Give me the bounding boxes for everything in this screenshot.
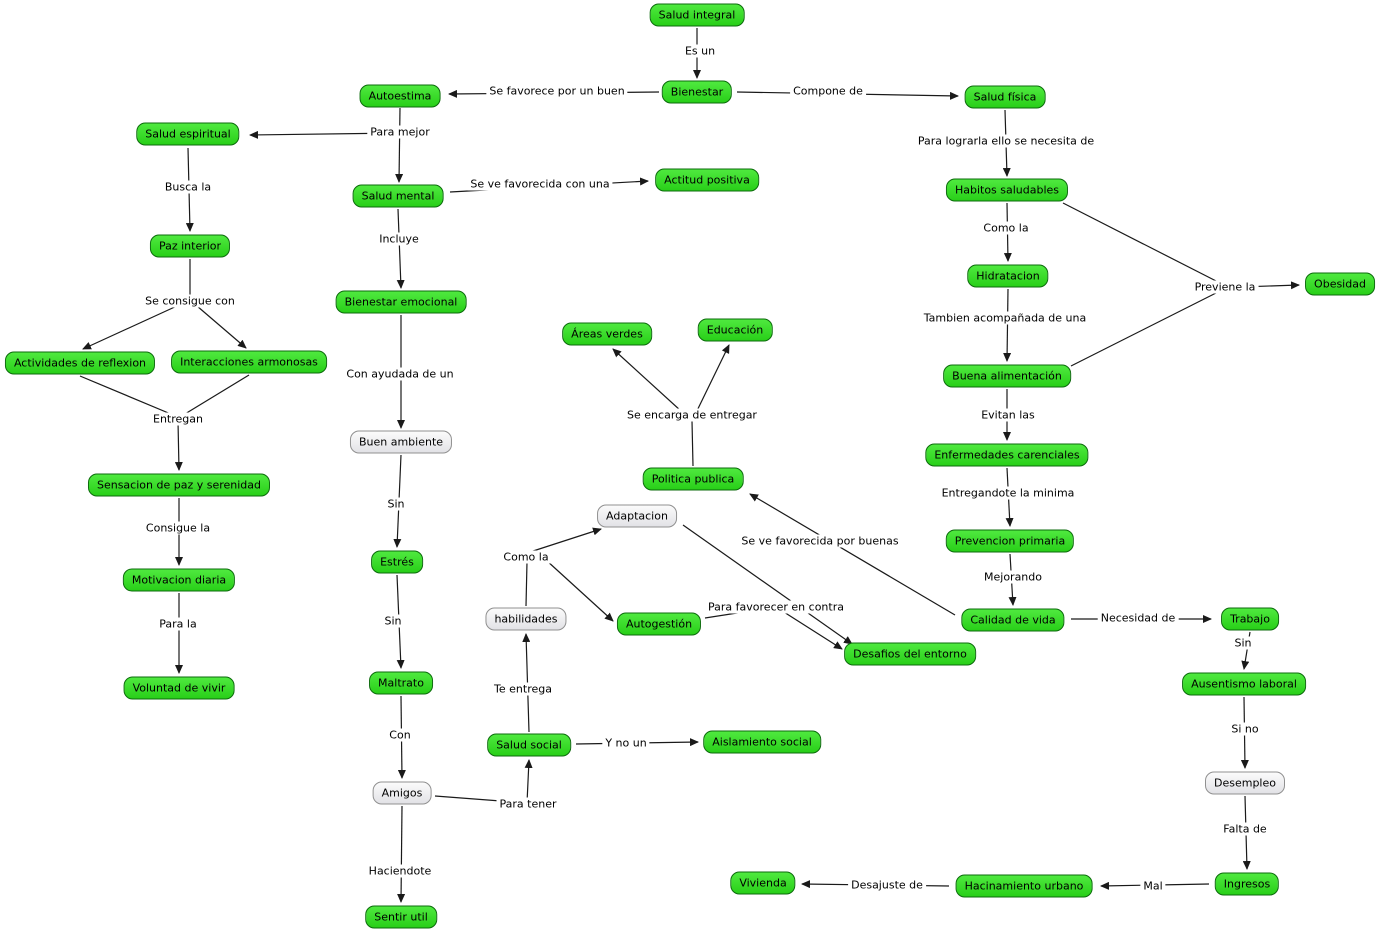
linking-phrase-desajuste-de-34[interactable]: Desajuste de bbox=[848, 878, 926, 892]
linking-phrase-sin-17[interactable]: Sin bbox=[384, 497, 408, 511]
concept-node-hidratacion[interactable]: Hidratacion bbox=[967, 264, 1049, 288]
concept-node-sensacion-de-paz-y-serenidad[interactable]: Sensacion de paz y serenidad bbox=[87, 473, 271, 497]
linking-phrase-necesidad-de-23[interactable]: Necesidad de bbox=[1097, 611, 1179, 625]
edge-line-23 bbox=[529, 527, 602, 553]
linking-phrase-para-mejor-3[interactable]: Para mejor bbox=[367, 125, 433, 139]
edge-line-9 bbox=[82, 299, 191, 350]
concept-node-salud-fisica[interactable]: Salud física bbox=[964, 85, 1046, 109]
linking-phrase-compone-de-2[interactable]: Compone de bbox=[790, 84, 866, 98]
linking-phrase-para-favorecer-en-contra-22[interactable]: Para favorecer en contra bbox=[705, 600, 847, 614]
concept-node-areas-verdes[interactable]: Áreas verdes bbox=[562, 322, 652, 346]
edge-line-13 bbox=[174, 420, 183, 471]
edge-line-3 bbox=[395, 107, 404, 183]
concept-node-aislamiento-social[interactable]: Aislamiento social bbox=[703, 730, 821, 754]
concept-node-desempleo[interactable]: Desempleo bbox=[1205, 771, 1285, 795]
linking-phrase-se-ve-favorecida-con-una-5[interactable]: Se ve favorecida con una bbox=[467, 177, 613, 191]
linking-phrase-falta-de-32[interactable]: Falta de bbox=[1220, 822, 1270, 836]
edge-line-22 bbox=[525, 561, 528, 607]
edge-line-27 bbox=[749, 493, 956, 616]
linking-phrase-tambien-acompañada-de-una-11[interactable]: Tambien acompañada de una bbox=[920, 311, 1090, 325]
linking-phrase-se-encarga-de-entregar-13[interactable]: Se encarga de entregar bbox=[624, 408, 760, 422]
concept-node-habilidades[interactable]: habilidades bbox=[485, 607, 567, 631]
linking-phrase-haciendote-33[interactable]: Haciendote bbox=[365, 864, 435, 878]
edge-line-7 bbox=[396, 208, 405, 289]
concept-node-actitud-positiva[interactable]: Actitud positiva bbox=[655, 168, 759, 192]
concept-node-salud-espiritual[interactable]: Salud espiritual bbox=[136, 122, 240, 146]
edge-line-25 bbox=[682, 524, 853, 645]
concept-node-bienestar[interactable]: Bienestar bbox=[661, 80, 733, 104]
concept-node-ingresos[interactable]: Ingresos bbox=[1214, 872, 1280, 896]
edge-line-34 bbox=[1062, 202, 1223, 285]
linking-phrase-si-no-28[interactable]: Si no bbox=[1228, 722, 1262, 736]
edge-line-24 bbox=[545, 559, 614, 622]
linking-phrase-consigue-la-18[interactable]: Consigue la bbox=[142, 521, 214, 535]
concept-node-actividades-de-reflexion[interactable]: Actividades de reflexion bbox=[4, 351, 156, 375]
edge-line-10 bbox=[189, 299, 247, 349]
concept-node-amigos[interactable]: Amigos bbox=[372, 781, 432, 805]
concept-node-educacion[interactable]: Educación bbox=[697, 318, 773, 342]
linking-phrase-mal-35[interactable]: Mal bbox=[1140, 879, 1166, 893]
concept-node-bienestar-emocional[interactable]: Bienestar emocional bbox=[335, 290, 467, 314]
concept-node-sentir-util[interactable]: Sentir util bbox=[365, 905, 437, 929]
linking-phrase-se-favorece-por-un-buen-1[interactable]: Se favorece por un buen bbox=[486, 84, 628, 98]
concept-node-salud-social[interactable]: Salud social bbox=[487, 733, 571, 757]
linking-phrase-sin-24[interactable]: Sin bbox=[381, 614, 405, 628]
concept-node-habitos-saludables[interactable]: Habitos saludables bbox=[945, 178, 1069, 202]
concept-node-maltrato[interactable]: Maltrato bbox=[369, 671, 433, 695]
concept-node-ausentismo-laboral[interactable]: Ausentismo laboral bbox=[1182, 672, 1306, 696]
linking-phrase-evitan-las-14[interactable]: Evitan las bbox=[978, 408, 1038, 422]
linking-phrase-se-ve-favorecida-por-buenas-19[interactable]: Se ve favorecida por buenas bbox=[738, 534, 902, 548]
linking-phrase-entregandote-la-minima-16[interactable]: Entregandote la minima bbox=[938, 486, 1078, 500]
concept-node-adaptacion[interactable]: Adaptacion bbox=[597, 504, 677, 528]
linking-phrase-sin-26[interactable]: Sin bbox=[1231, 636, 1255, 650]
concept-node-salud-mental[interactable]: Salud mental bbox=[352, 184, 444, 208]
edge-line-12 bbox=[179, 374, 250, 418]
linking-phrase-busca-la-6[interactable]: Busca la bbox=[161, 180, 215, 194]
linking-phrase-es-un-0[interactable]: Es un bbox=[681, 44, 719, 58]
linking-phrase-para-tener-31[interactable]: Para tener bbox=[496, 797, 560, 811]
edge-line-28 bbox=[691, 420, 694, 467]
concept-node-autoestima[interactable]: Autoestima bbox=[359, 84, 441, 108]
edge-line-19 bbox=[397, 805, 406, 903]
concept-node-desafios-del-entorno[interactable]: Desafios del entorno bbox=[844, 642, 976, 666]
concept-node-buen-ambiente[interactable]: Buen ambiente bbox=[349, 430, 453, 454]
edge-line-33 bbox=[1003, 288, 1012, 362]
concept-node-obesidad[interactable]: Obesidad bbox=[1305, 272, 1375, 296]
concept-node-paz-interior[interactable]: Paz interior bbox=[149, 234, 231, 258]
edge-line-30 bbox=[691, 344, 730, 422]
linking-phrase-te-entrega-27[interactable]: Te entrega bbox=[491, 682, 555, 696]
concept-node-politica-publica[interactable]: Politica publica bbox=[642, 467, 744, 491]
linking-phrase-como-la-20[interactable]: Como la bbox=[500, 550, 552, 564]
linking-phrase-con-29[interactable]: Con bbox=[386, 728, 414, 742]
linking-phrase-entregan-15[interactable]: Entregan bbox=[150, 412, 206, 426]
concept-node-enfermedades-carenciales[interactable]: Enfermedades carenciales bbox=[925, 443, 1089, 467]
linking-phrase-para-la-25[interactable]: Para la bbox=[156, 617, 200, 631]
concept-node-motivacion-diaria[interactable]: Motivacion diaria bbox=[122, 568, 236, 592]
linking-phrase-y-no-un-30[interactable]: Y no un bbox=[602, 736, 650, 750]
concept-node-autogestion[interactable]: Autogestión bbox=[616, 612, 702, 636]
linking-phrase-con-ayudada-de-un-12[interactable]: Con ayudada de un bbox=[343, 367, 457, 381]
concept-node-estres[interactable]: Estrés bbox=[371, 550, 423, 574]
linking-phrase-incluye-8[interactable]: Incluye bbox=[376, 232, 422, 246]
concept-node-vivienda[interactable]: Vivienda bbox=[730, 871, 796, 895]
concept-node-hacinamiento-urbano[interactable]: Hacinamiento urbano bbox=[955, 874, 1093, 898]
linking-phrase-como-la-7[interactable]: Como la bbox=[980, 221, 1032, 235]
concept-node-calidad-de-vida[interactable]: Calidad de vida bbox=[961, 608, 1065, 632]
linking-phrase-mejorando-21[interactable]: Mejorando bbox=[981, 570, 1045, 584]
concept-node-interacciones-armonosas[interactable]: Interacciones armonosas bbox=[171, 350, 327, 374]
linking-phrase-se-consigue-con-10[interactable]: Se consigue con bbox=[142, 294, 238, 308]
concept-node-salud-integral[interactable]: Salud integral bbox=[649, 3, 745, 27]
concept-node-prevencion-primaria[interactable]: Prevencion primaria bbox=[945, 529, 1075, 553]
linking-phrase-previene-la-9[interactable]: Previene la bbox=[1191, 280, 1259, 294]
edge-line-11 bbox=[79, 375, 179, 418]
concept-node-trabajo[interactable]: Trabajo bbox=[1221, 607, 1279, 631]
concept-node-voluntad-de-vivir[interactable]: Voluntad de vivir bbox=[123, 676, 235, 700]
linking-phrase-para-lograrla-ello-se-necesita-de-4[interactable]: Para lograrla ello se necesita de bbox=[914, 134, 1098, 148]
concept-node-buena-alimentacion[interactable]: Buena alimentación bbox=[943, 364, 1071, 388]
edge-line-35 bbox=[1070, 289, 1223, 367]
